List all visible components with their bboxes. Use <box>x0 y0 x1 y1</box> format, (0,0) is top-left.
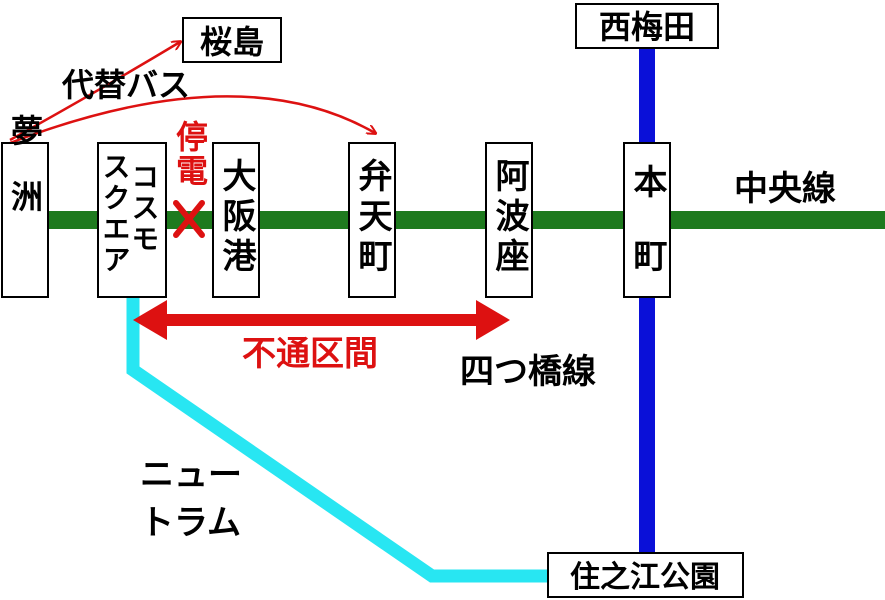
station-hommachi[interactable]: 本町 <box>623 142 671 312</box>
station-sakurajima[interactable]: 桜島 <box>182 17 282 63</box>
station-cosmosquare-label-1: コスモ <box>128 162 161 255</box>
station-cosmosquare[interactable]: コスモ スクエア <box>97 142 167 298</box>
station-nishiumeda-label: 西梅田 <box>599 8 695 46</box>
station-bentencho[interactable]: 弁天町 <box>348 142 396 298</box>
station-suminoekoen-label: 住之江公園 <box>570 560 720 595</box>
station-hommachi-label: 本町 <box>627 164 667 312</box>
station-bentencho-label: 弁天町 <box>352 158 392 278</box>
power-outage-label: 停電 <box>171 120 209 188</box>
suspended-section-label: 不通区間 <box>242 334 378 374</box>
suspended-section-arrow <box>133 300 510 340</box>
station-yumeshima[interactable]: 夢洲 <box>1 114 49 298</box>
newtram-label-1: ニュー <box>140 455 242 495</box>
outage-x-icon <box>173 200 205 238</box>
station-osakako-label: 大阪港 <box>216 158 256 278</box>
station-suminoekoen[interactable]: 住之江公園 <box>547 552 744 598</box>
alternative-bus-label: 代替バス <box>61 66 190 104</box>
station-osakako[interactable]: 大阪港 <box>212 142 260 298</box>
yotsubashi-line-label: 四つ橋線 <box>460 352 596 392</box>
bus-arrow-to-bentencho <box>9 95 375 145</box>
chuo-line-label: 中央線 <box>734 169 836 209</box>
station-sakurajima-label: 桜島 <box>200 23 264 61</box>
station-nishiumeda[interactable]: 西梅田 <box>575 3 719 49</box>
newtram-line <box>126 296 560 583</box>
station-awaza[interactable]: 阿波座 <box>485 142 533 298</box>
station-yumeshima-label: 夢洲 <box>6 114 44 246</box>
bus-arrow-to-sakurajima <box>9 42 180 142</box>
station-awaza-label: 阿波座 <box>489 158 529 278</box>
station-cosmosquare-label-2: スクエア <box>99 152 132 276</box>
newtram-label-2: トラム <box>140 503 241 543</box>
